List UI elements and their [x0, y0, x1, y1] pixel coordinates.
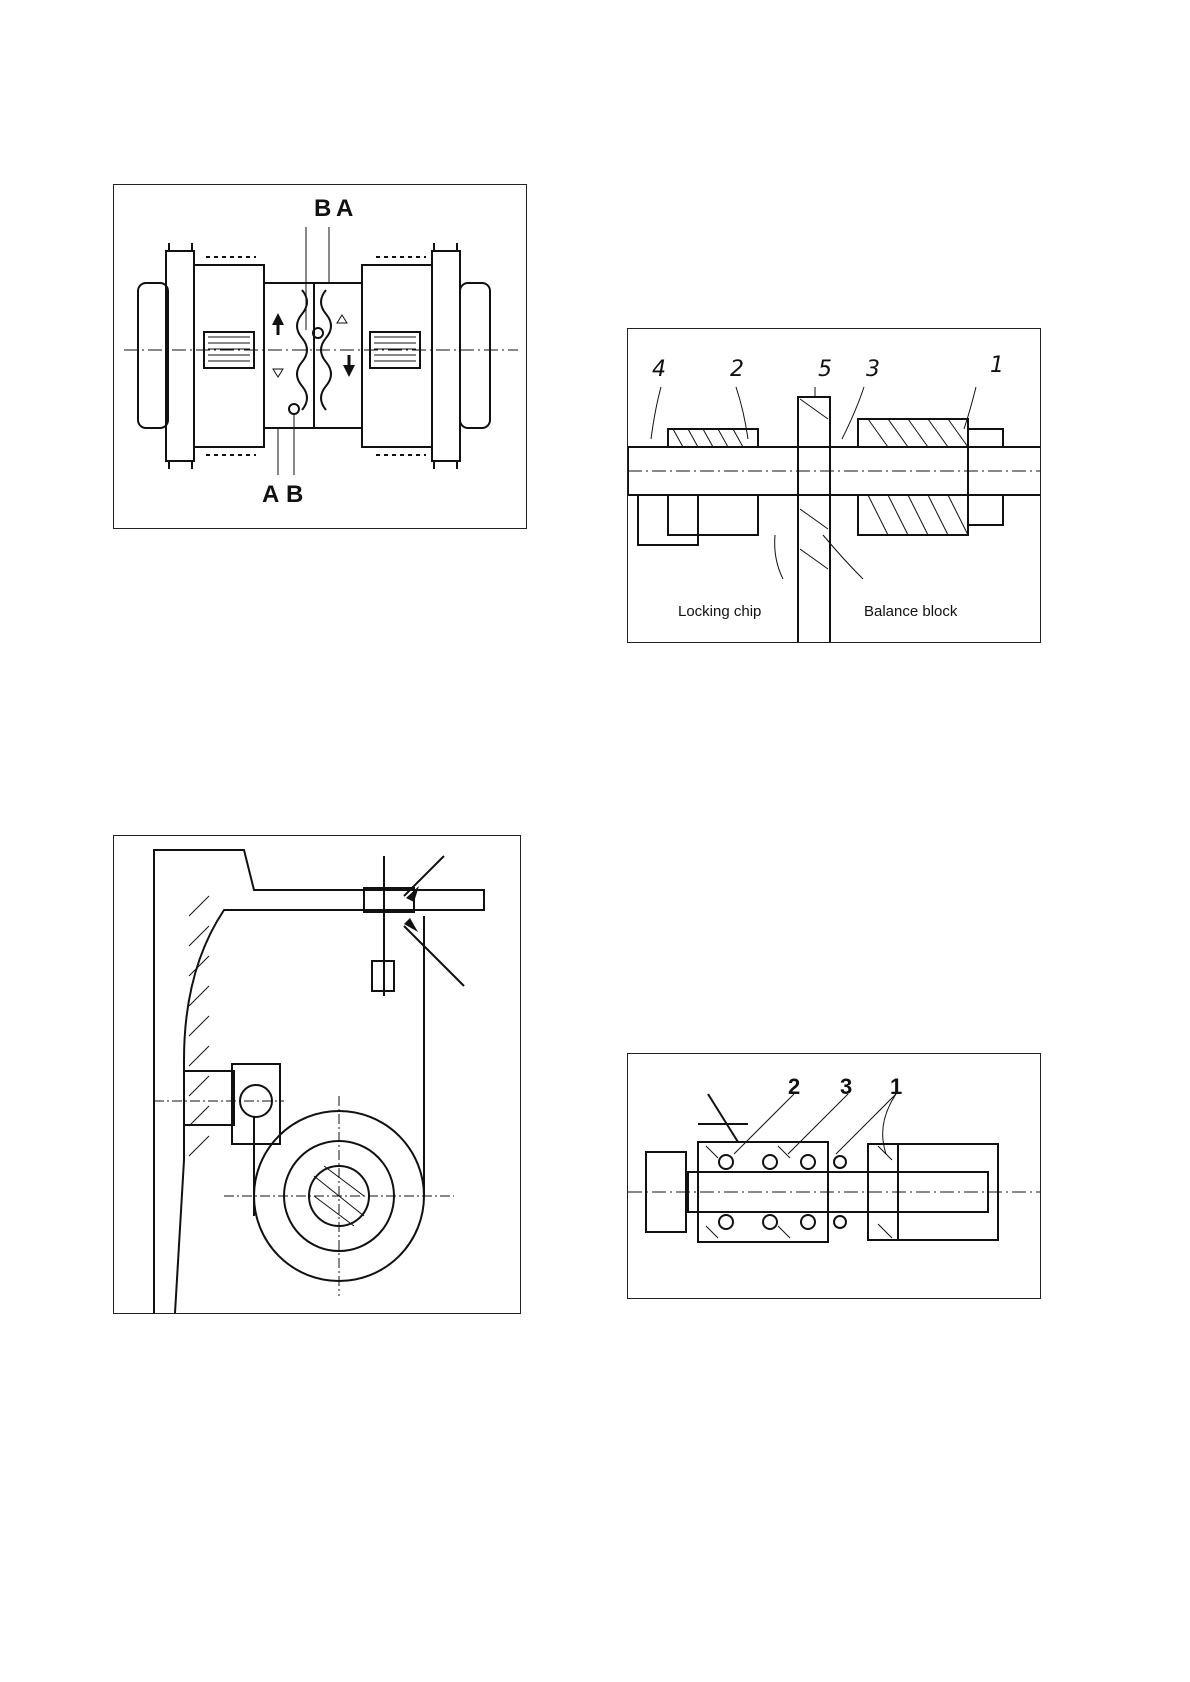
- label-2: 2: [788, 1074, 800, 1100]
- label-3: 3: [840, 1074, 852, 1100]
- label-4: 4: [652, 357, 666, 382]
- spindle-drawing: [628, 1054, 1041, 1299]
- coupling-figure: B A A B: [113, 184, 527, 529]
- label-b-bottom: B: [286, 481, 303, 509]
- label-5: 5: [818, 357, 832, 382]
- callout-balance-block: Balance block: [864, 603, 957, 620]
- coupling-drawing: [114, 185, 527, 529]
- belt-tensioner-figure: [113, 835, 521, 1314]
- shaft-assembly-figure: 4 2 5 3 1 Locking chip Balance block: [627, 328, 1041, 643]
- shaft-drawing: [628, 329, 1041, 643]
- label-3: 3: [866, 357, 880, 382]
- label-1: 1: [990, 353, 1004, 378]
- callout-locking-chip: Locking chip: [678, 603, 761, 620]
- label-b-top: B: [314, 195, 331, 223]
- spindle-assembly-figure: 2 3 1: [627, 1053, 1041, 1299]
- label-a-top: A: [336, 195, 353, 223]
- label-2: 2: [730, 357, 744, 382]
- belt-tensioner-drawing: [114, 836, 521, 1314]
- label-a-bottom: A: [262, 481, 279, 509]
- label-1: 1: [890, 1074, 902, 1100]
